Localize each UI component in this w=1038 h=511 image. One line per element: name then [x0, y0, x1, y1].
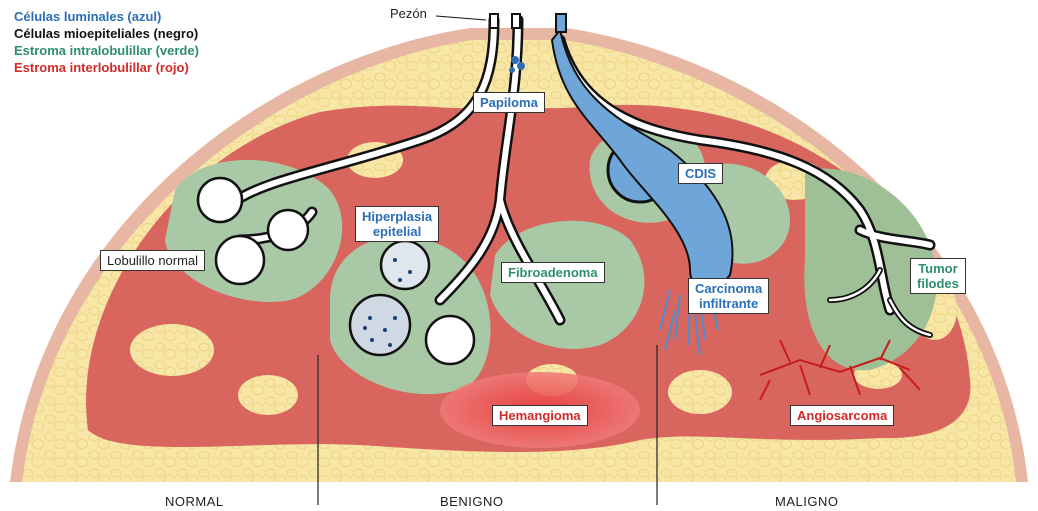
- legend-luminal: Células luminales (azul): [14, 8, 199, 25]
- legend-intralobular: Estroma intralobulillar (verde): [14, 42, 199, 59]
- legend: Células luminales (azul) Células mioepit…: [14, 8, 199, 76]
- label-hyperplasia-line2: epitelial: [362, 224, 432, 239]
- label-hemangioma: Hemangioma: [492, 405, 588, 426]
- label-papilloma: Papiloma: [473, 92, 545, 113]
- label-fibroadenoma-text: Fibroadenoma: [508, 265, 598, 280]
- label-carcinoma: Carcinoma infiltrante: [688, 278, 769, 314]
- section-benign: BENIGNO: [440, 494, 503, 509]
- label-phyllodes-line1: Tumor: [917, 261, 959, 276]
- nipple-label: Pezón: [390, 6, 427, 21]
- label-hyperplasia-line1: Hiperplasia: [362, 209, 432, 224]
- label-normal-lobule: Lobulillo normal: [100, 250, 205, 271]
- legend-myoepithelial: Células mioepiteliales (negro): [14, 25, 199, 42]
- label-hyperplasia: Hiperplasia epitelial: [355, 206, 439, 242]
- fat-island: [238, 375, 298, 415]
- label-angiosarcoma-text: Angiosarcoma: [797, 408, 887, 423]
- legend-interlobular: Estroma interlobulillar (rojo): [14, 59, 199, 76]
- label-hemangioma-text: Hemangioma: [499, 408, 581, 423]
- section-normal: NORMAL: [165, 494, 224, 509]
- label-phyllodes-line2: filodes: [917, 276, 959, 291]
- fat-island: [130, 324, 214, 376]
- section-malignant: MALIGNO: [775, 494, 838, 509]
- fat-island: [668, 370, 732, 414]
- label-phyllodes: Tumor filodes: [910, 258, 966, 294]
- label-carcinoma-line2: infiltrante: [695, 296, 762, 311]
- label-angiosarcoma: Angiosarcoma: [790, 405, 894, 426]
- label-fibroadenoma: Fibroadenoma: [501, 262, 605, 283]
- label-cdis: CDIS: [678, 163, 723, 184]
- label-cdis-text: CDIS: [685, 166, 716, 181]
- nipple-pointer: [436, 16, 486, 20]
- label-normal-lobule-text: Lobulillo normal: [107, 253, 198, 268]
- label-carcinoma-line1: Carcinoma: [695, 281, 762, 296]
- label-papilloma-text: Papiloma: [480, 95, 538, 110]
